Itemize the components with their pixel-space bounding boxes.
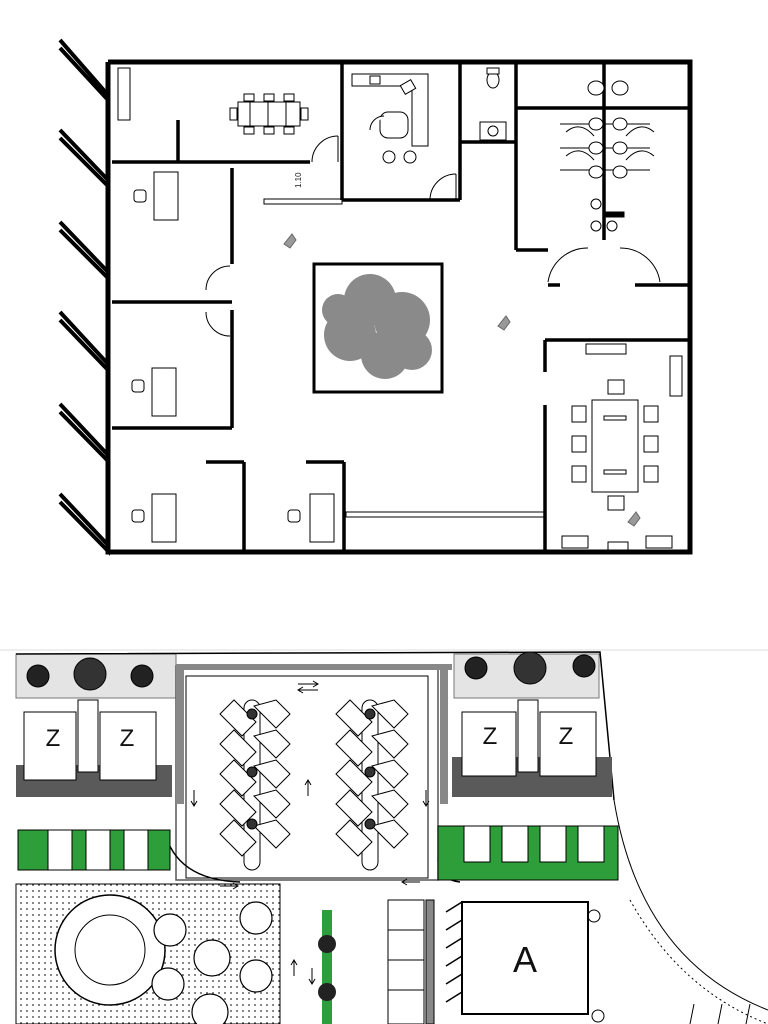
- block-label: Z: [559, 723, 574, 750]
- green-median: [322, 910, 332, 1024]
- cabinet: [117, 67, 131, 121]
- road: [163, 664, 461, 883]
- tree-icon: [26, 651, 596, 691]
- plant-icon: [283, 233, 641, 527]
- tree-icon: [318, 983, 336, 1001]
- block-label: Z: [483, 723, 498, 750]
- dimension-note: 1.10: [294, 172, 303, 188]
- planter-left: [17, 829, 171, 871]
- parking-bays-right: [335, 699, 409, 871]
- office-floor-plan: 1.10: [58, 38, 693, 556]
- arrow-icon: [190, 680, 430, 985]
- park-area: [15, 883, 281, 1024]
- block-label: Z: [46, 725, 61, 752]
- parking-strip: [387, 899, 435, 1024]
- tree-icon: [54, 894, 166, 1006]
- office-desks: [131, 171, 335, 543]
- parking-bays-left: [219, 699, 291, 871]
- executive-desk: [351, 73, 429, 164]
- block-label: Z: [120, 725, 135, 752]
- washroom-fixtures: [560, 80, 655, 232]
- tree-icon: [318, 935, 336, 953]
- courtyard: [312, 262, 444, 394]
- curved-access-road: [613, 799, 768, 1024]
- tree-icon: [151, 901, 273, 1024]
- door-swing-icon: [205, 135, 661, 337]
- residential-blocks-left: Z Z: [16, 699, 172, 797]
- site-plan: Z Z Z Z: [15, 651, 768, 1024]
- planter-right: [437, 825, 619, 881]
- conference-table: [561, 343, 683, 551]
- building-label: A: [513, 939, 537, 980]
- residential-blocks-right: Z Z: [452, 699, 612, 797]
- window-louvers: [58, 38, 110, 556]
- site-boundary: [15, 651, 615, 801]
- meeting-table: [229, 93, 309, 135]
- glazing: [107, 100, 545, 540]
- toilet-icon: [479, 67, 507, 141]
- building-a: A: [445, 901, 605, 1023]
- interior-walls: [112, 62, 690, 552]
- tree-icon: [322, 274, 432, 379]
